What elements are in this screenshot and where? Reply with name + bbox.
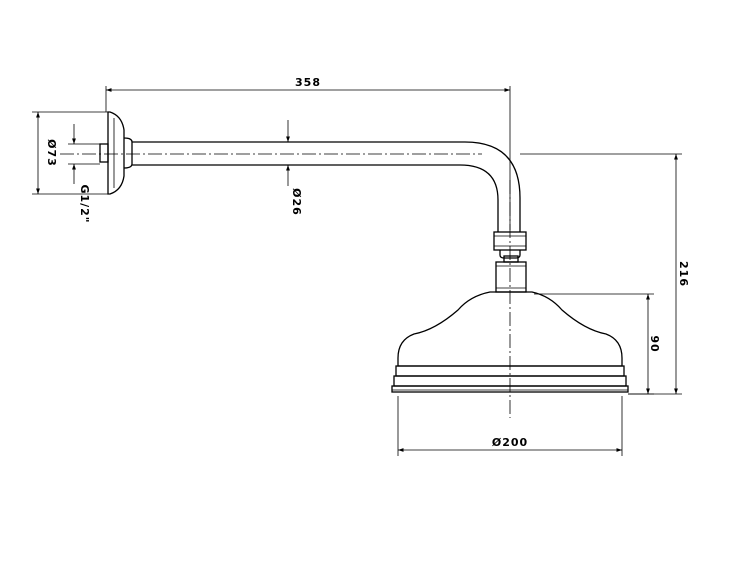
dimension-216-label: 216 <box>677 261 690 287</box>
dimension-358-label: 358 <box>295 76 321 89</box>
center-lines <box>60 153 511 418</box>
dimension-diameter-26-label: Ø26 <box>290 188 303 216</box>
dimension-arm-length: 358 <box>105 76 511 230</box>
dimension-diameter-73-label: Ø73 <box>45 139 58 167</box>
dimension-90-label: 90 <box>648 335 661 352</box>
wall-flange <box>99 111 133 195</box>
shower-arm-pipe <box>132 141 521 232</box>
dimension-total-height: 216 <box>520 153 690 395</box>
dimension-pipe-diameter: Ø26 <box>286 120 303 216</box>
dimension-head-diameter: Ø200 <box>397 396 623 456</box>
dimension-flange-diameter: Ø73 <box>32 111 108 195</box>
dimension-head-height: 90 <box>534 293 661 395</box>
dimension-thread: G1/2" <box>68 124 100 224</box>
dimension-thread-label: G1/2" <box>78 184 91 223</box>
dimension-diameter-200-label: Ø200 <box>492 436 528 449</box>
